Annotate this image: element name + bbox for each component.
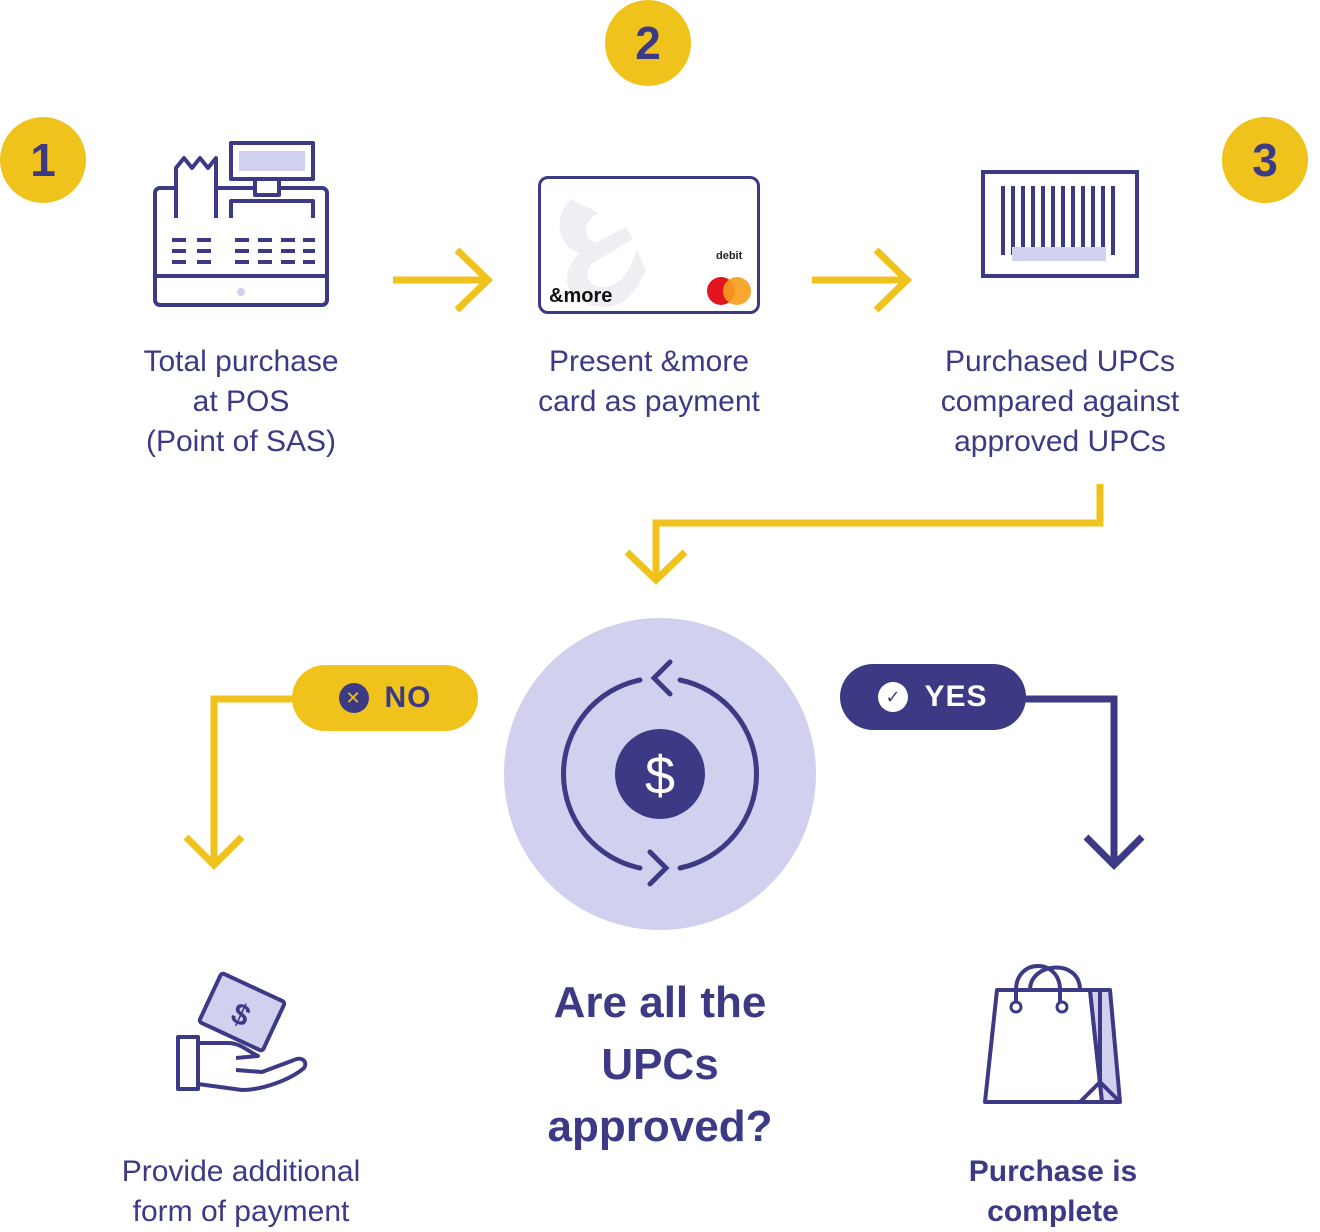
arrow-step2-to-step3 xyxy=(812,247,913,313)
card-watermark xyxy=(559,199,646,308)
arrow-yes-branch xyxy=(1024,695,1145,870)
no-label: NO xyxy=(384,681,432,714)
yes-outcome-label: Purchase is complete xyxy=(968,1155,1138,1228)
step-3-label: Purchased UPCs compared against approved… xyxy=(940,345,1180,458)
card-brand-logo: &more xyxy=(549,285,613,307)
arrow-step3-to-decision xyxy=(624,484,1104,585)
arrow-no-branch xyxy=(183,695,294,870)
decision-question: Are all the UPCs approved? xyxy=(547,978,773,1151)
step-3-badge: 3 xyxy=(1222,117,1308,203)
step-1-label: Total purchase at POS (Point of SAS) xyxy=(143,345,339,458)
no-outcome-label: Provide additional form of payment xyxy=(121,1155,361,1228)
step-1-badge: 1 xyxy=(0,117,86,203)
step-2-label: Present &more card as payment xyxy=(538,345,760,418)
arrow-step1-to-step2 xyxy=(393,247,494,313)
card-type-label: debit xyxy=(716,250,743,262)
debit-card-icon: &more debit xyxy=(538,176,760,314)
x-circle-icon: ✕ xyxy=(338,683,369,713)
mastercard-icon xyxy=(705,275,755,309)
check-circle-icon: ✓ xyxy=(878,682,909,712)
step-2-badge: 2 xyxy=(605,0,691,86)
no-pill: ✕ NO xyxy=(292,665,478,731)
yes-pill: ✓ YES xyxy=(840,664,1026,730)
yes-label: YES xyxy=(924,680,988,713)
